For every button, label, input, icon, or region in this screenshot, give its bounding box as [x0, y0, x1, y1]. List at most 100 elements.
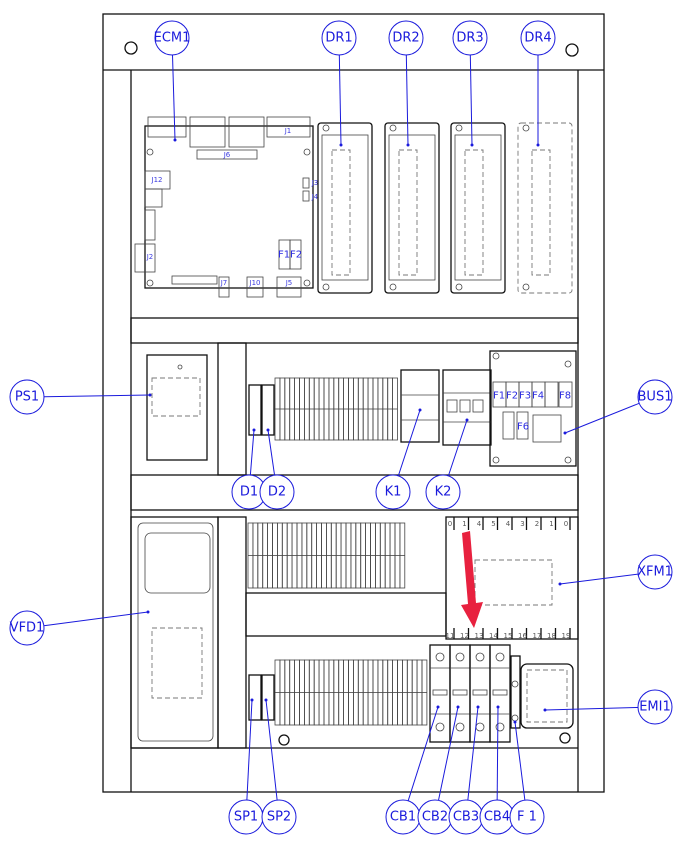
balloon-label: F 1	[517, 810, 537, 825]
mount-hole	[566, 44, 578, 56]
leader-line	[448, 420, 467, 476]
j10-label: J10	[249, 279, 261, 287]
xfm-terminal-bottom: 19	[562, 632, 571, 640]
leader-dot	[340, 144, 343, 147]
xfm-terminal-top: 1	[549, 520, 553, 528]
leader-line	[560, 574, 638, 584]
xfm-terminal-top: 2	[535, 520, 539, 528]
balloon-label: CB2	[422, 810, 448, 825]
xfm-terminal-top: 4	[506, 520, 511, 528]
j6-label: J6	[223, 151, 231, 159]
balloon-xfm1: XFM1	[559, 555, 673, 589]
balloon-ecm1: ECM1	[154, 21, 191, 142]
leader-dot	[471, 144, 474, 147]
balloon-dr4: DR4	[521, 21, 555, 147]
xfm-terminal-top: 1	[462, 520, 466, 528]
xfm-terminal-bottom: 13	[475, 632, 484, 640]
balloon-emi1: EMI1	[544, 690, 673, 724]
power-supply-ps1	[147, 355, 207, 460]
j3-label: J3	[311, 179, 319, 187]
diodes	[249, 385, 274, 435]
xfm-terminal-bottom: 17	[533, 632, 542, 640]
balloon-label: CB4	[484, 810, 510, 825]
surge-protectors	[249, 675, 274, 720]
leader-line	[408, 707, 438, 801]
leader-line	[266, 700, 277, 800]
leader-dot	[174, 139, 177, 142]
xfm-terminal-top: 0	[448, 520, 452, 528]
leader-dot	[497, 706, 500, 709]
leader-dot	[544, 709, 547, 712]
leader-dot	[253, 429, 256, 432]
leader-dot	[437, 706, 440, 709]
xfm-terminal-bottom: 12	[460, 632, 469, 640]
wire-duct	[246, 593, 446, 636]
balloon-d2: D2	[260, 429, 294, 510]
xfm-terminal-bottom: 18	[547, 632, 556, 640]
leader-line	[268, 430, 275, 475]
balloon-ps1: PS1	[10, 380, 152, 414]
leader-line	[497, 707, 498, 800]
fuse-bus-bus1: F1 F2 F3 F4 F8 F6	[490, 351, 576, 466]
din-rail-band	[131, 475, 578, 510]
balloon-vfd1: VFD1	[10, 611, 150, 646]
leader-line	[339, 55, 341, 145]
leader-dot	[477, 706, 480, 709]
bus-f8-label: F8	[559, 391, 571, 402]
leader-dot	[149, 394, 152, 397]
leader-dot	[267, 429, 270, 432]
drive-dr4	[518, 123, 572, 293]
leader-dot	[457, 706, 460, 709]
bus-f1-label: F1	[493, 391, 505, 402]
leader-line	[172, 55, 175, 140]
drive-dr3	[451, 123, 505, 293]
wire-duct	[218, 517, 246, 748]
terminal-block-lower	[275, 660, 427, 725]
leader-dot	[265, 699, 268, 702]
vfd-body	[131, 517, 218, 748]
bus-f2-label: F2	[506, 391, 518, 402]
drive-dr2	[385, 123, 439, 293]
leader-line	[250, 430, 254, 475]
contactor-k2	[443, 370, 491, 445]
leader-line	[470, 55, 472, 145]
xfm-terminal-top: 0	[564, 520, 568, 528]
mount-hole	[125, 42, 137, 54]
leader-dot	[407, 144, 410, 147]
balloon-f1: F 1	[510, 721, 544, 835]
leader-line	[44, 612, 148, 626]
balloon-label: K1	[385, 485, 402, 500]
balloon-dr3: DR3	[453, 21, 487, 147]
emi-filter-emi1	[521, 664, 573, 743]
leader-line	[438, 707, 458, 800]
leader-dot	[514, 721, 517, 724]
j12-label: J12	[151, 176, 163, 184]
xfm-terminal-bottom: 11	[446, 632, 455, 640]
balloon-sp2: SP2	[262, 699, 296, 835]
lower-components: 014543210111213141516171819	[131, 517, 578, 748]
balloon-label: DR3	[456, 31, 483, 46]
xfm-terminal-top: 3	[520, 520, 524, 528]
balloon-label: VFD1	[10, 621, 45, 636]
balloon-dr1: DR1	[322, 21, 356, 147]
terminal-block-upper	[275, 378, 398, 440]
balloon-label: SP1	[234, 810, 258, 825]
wire-duct	[218, 343, 246, 475]
ecm1-board: J1 J6 J12 J2 J3 J4 F1 F2 J7 J10 J5	[135, 117, 319, 297]
balloon-dr2: DR2	[389, 21, 423, 147]
xfm-terminal-top: 5	[491, 520, 495, 528]
balloon-label: CB3	[453, 810, 479, 825]
j7-label: J7	[220, 279, 228, 287]
balloon-label: DR2	[392, 31, 419, 46]
leader-dot	[537, 144, 540, 147]
balloon-bus1: BUS1	[564, 380, 673, 435]
middle-rail-components: F1 F2 F3 F4 F8 F6	[147, 343, 576, 475]
balloon-label: XFM1	[637, 565, 673, 580]
contactor-k1	[401, 370, 439, 442]
fuse-holder-f1	[511, 656, 520, 728]
din-rail-band	[131, 318, 578, 343]
balloon-label: DR4	[524, 31, 551, 46]
balloon-label: D1	[240, 485, 258, 500]
ecm-f1-label: F1	[278, 250, 290, 261]
